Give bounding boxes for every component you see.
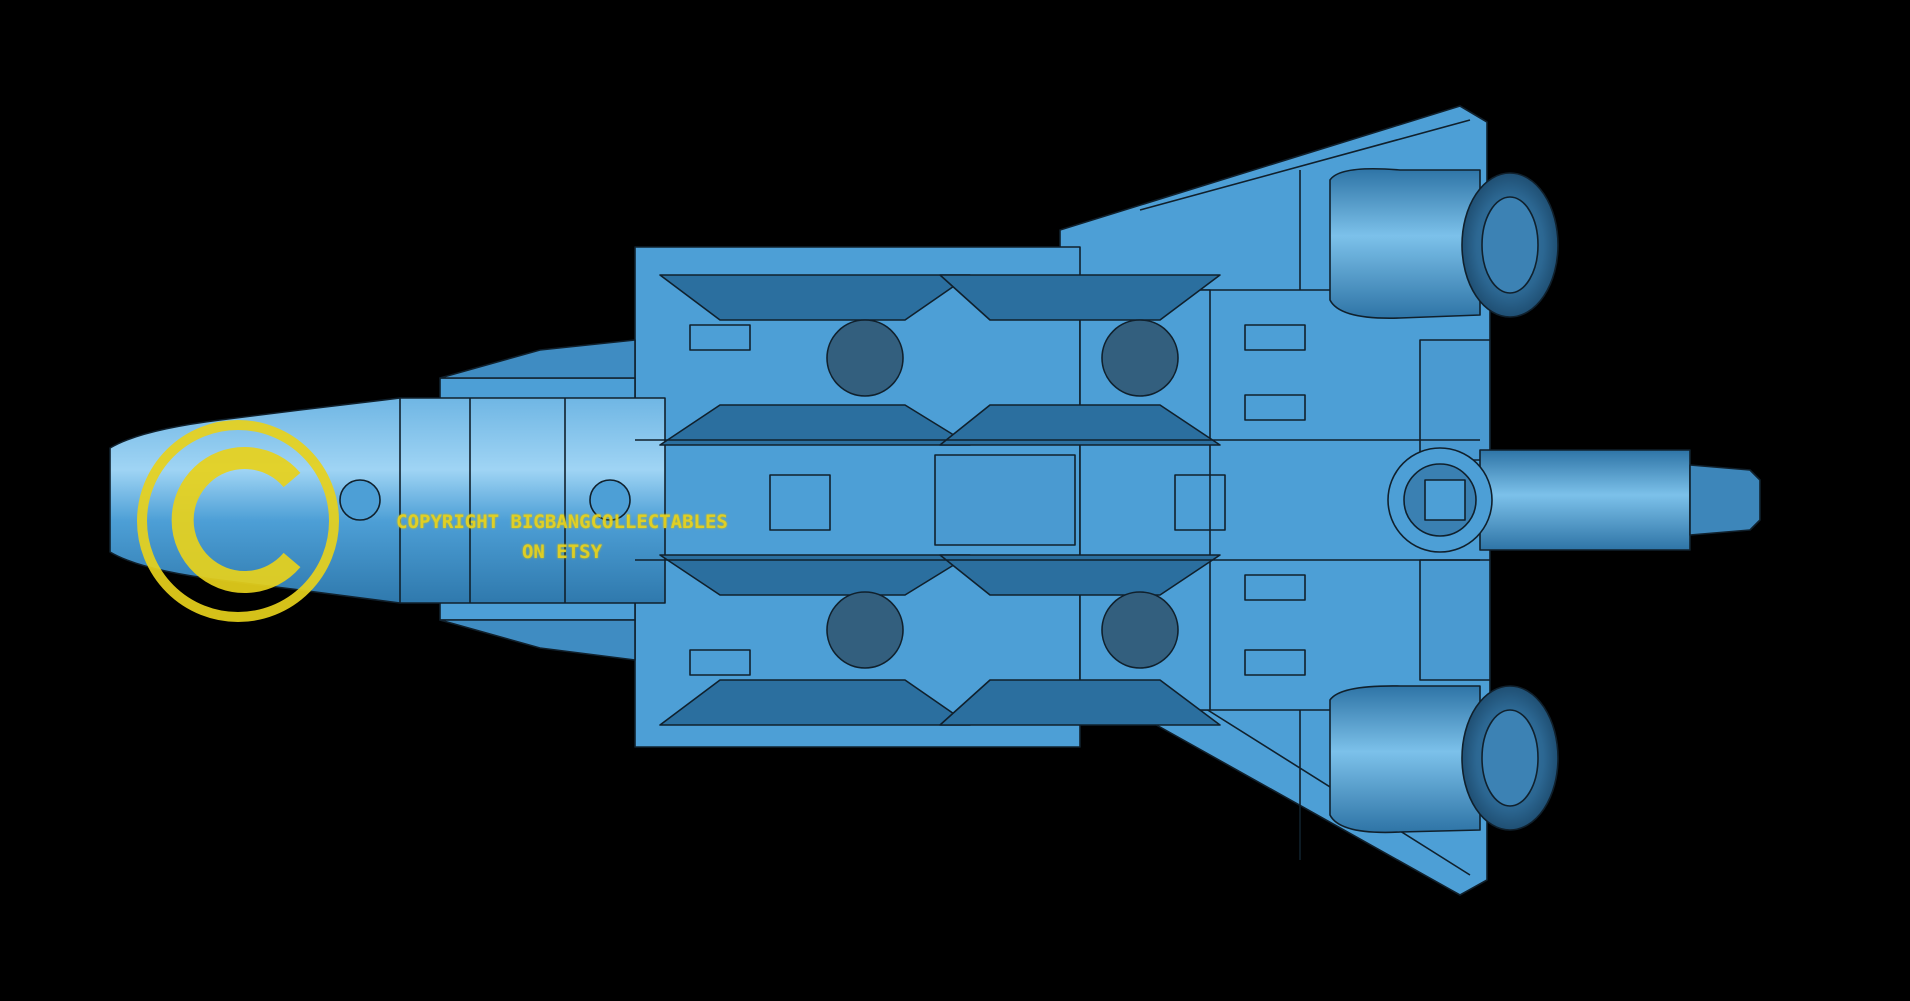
copyright-c-logo-icon: [137, 420, 339, 622]
copyright-watermark-text: COPYRIGHT BIGBANGCOLLECTABLES ON ETSY: [392, 507, 732, 567]
watermark-line-2: ON ETSY: [521, 541, 603, 563]
lower-engine-pod: [1329, 685, 1559, 834]
watermark-line-1: COPYRIGHT BIGBANGCOLLECTABLES: [396, 511, 728, 533]
upper-engine-pod: [1329, 167, 1559, 319]
fighter-bay-lower: [659, 554, 1221, 726]
fighter-bay-upper: [659, 274, 1221, 446]
